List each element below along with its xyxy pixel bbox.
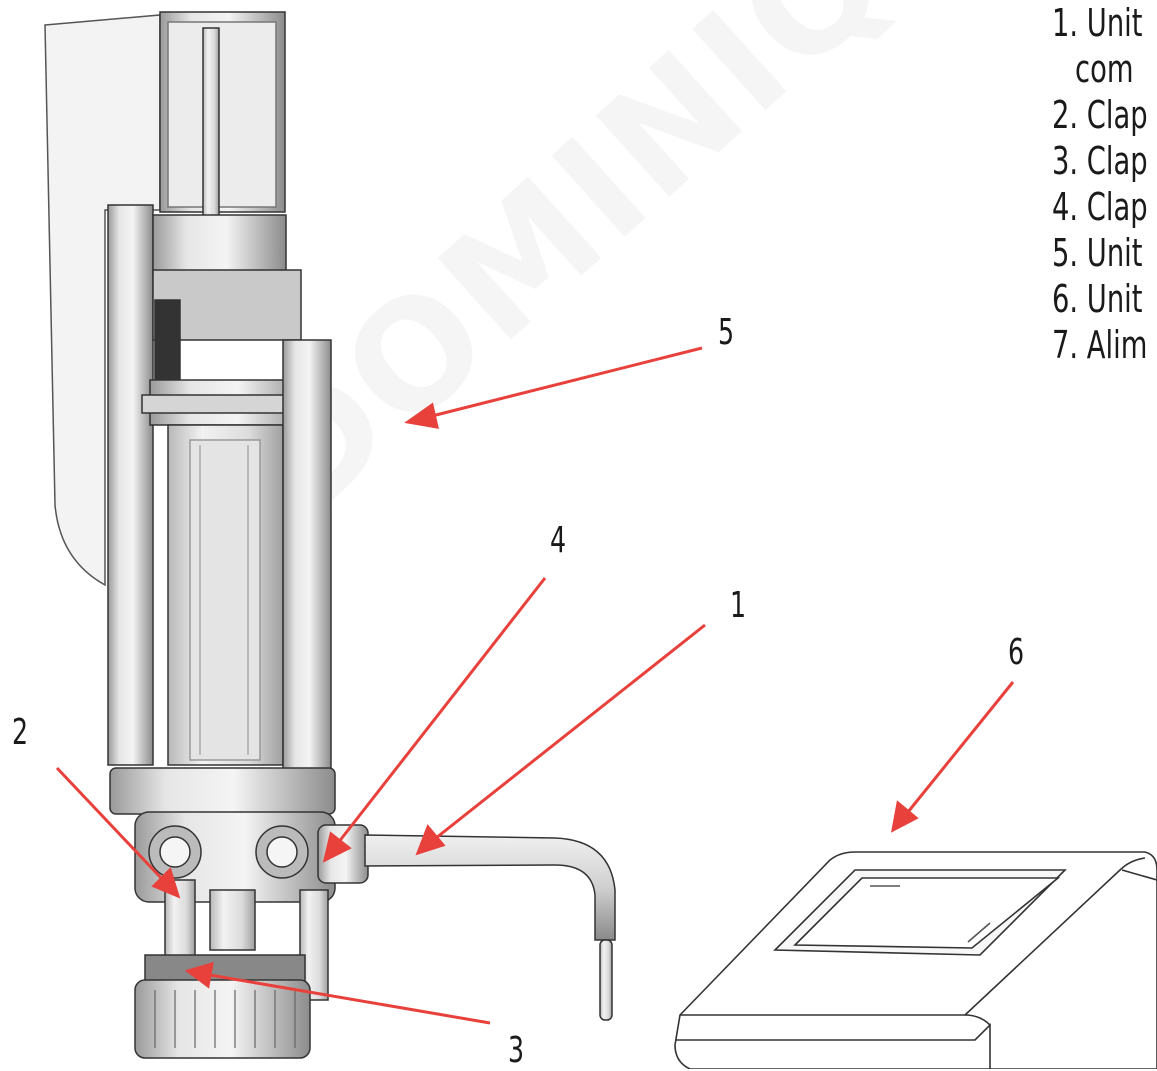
left-column [107, 204, 154, 766]
callout-1: 1 [730, 585, 747, 626]
callout-6: 6 [1008, 632, 1025, 673]
legend-item: 2. Clap [1052, 93, 1148, 137]
dispensing-tip [599, 939, 613, 1021]
arrow-5 [431, 346, 703, 418]
legend-item: 6. Unit [1052, 277, 1143, 321]
legend-item: 7. Alim [1052, 323, 1148, 367]
right-column [282, 339, 332, 771]
callout-2: 2 [12, 712, 29, 753]
control-unit [674, 851, 1157, 1069]
callout-3: 3 [508, 1030, 525, 1071]
bottle-cap [134, 979, 311, 1059]
dispensing-tube [364, 834, 616, 941]
arrow-2 [55, 766, 165, 882]
callout-4: 4 [550, 520, 567, 561]
callout-5: 5 [718, 312, 735, 353]
arrows [55, 346, 1015, 1025]
legend-item: 5. Unit [1052, 231, 1143, 275]
legend-item-continuation: com [1075, 47, 1134, 91]
arrow-4 [336, 577, 547, 844]
legend-item: 3. Clap [1052, 139, 1148, 183]
base-flange [109, 767, 336, 815]
arrow-3 [209, 973, 491, 1025]
arrow-1 [435, 623, 706, 840]
burette-unit [44, 11, 616, 1059]
legend-item: 4. Clap [1052, 185, 1148, 229]
drive-block [152, 214, 287, 276]
legend-item: 1. Unit [1052, 1, 1143, 45]
legend-list: 1. Unit com 2. Clap 3. Clap 4. Clap 5. U… [1052, 0, 1148, 368]
arrow-6 [906, 681, 1015, 813]
rear-cover [44, 14, 161, 587]
